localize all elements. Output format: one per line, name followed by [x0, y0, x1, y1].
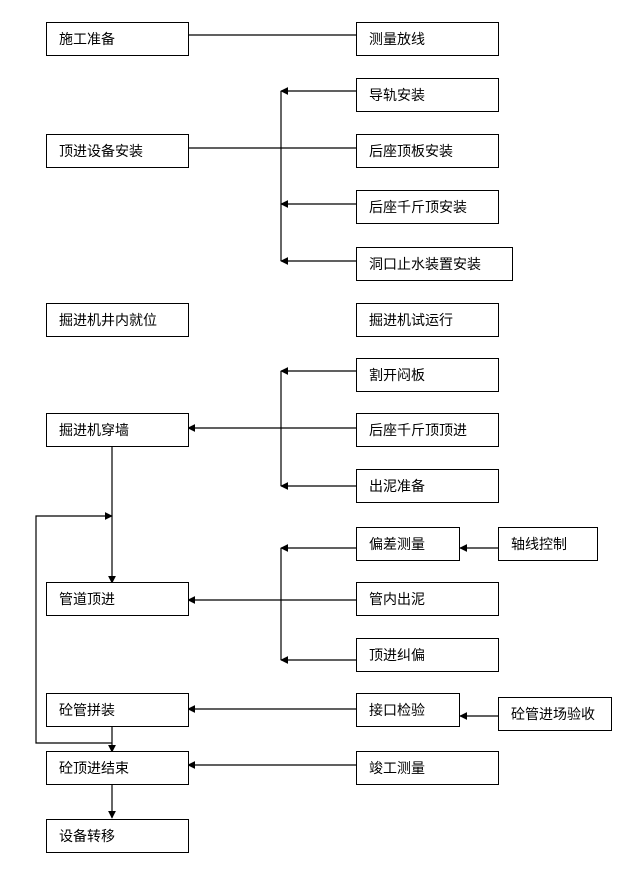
node-shebei-zhuanyi: 设备转移 [46, 819, 189, 853]
node-daogui-anzhuang: 导轨安装 [356, 78, 499, 112]
node-guandao-dingjin: 管道顶进 [46, 582, 189, 616]
node-juejinji-shiyunxing: 掘进机试运行 [356, 303, 499, 337]
node-piancha-celiang: 偏差测量 [356, 527, 460, 561]
node-juejinji-jingnei-jiuwei: 掘进机井内就位 [46, 303, 189, 337]
node-houzuo-qianjinding-dingjin: 后座千斤顶顶进 [356, 413, 499, 447]
node-houzuo-qianjinding-anzhuang: 后座千斤顶安装 [356, 190, 499, 224]
node-jiekou-jianyan: 接口检验 [356, 693, 460, 727]
loop-back-line [35, 512, 113, 744]
node-shigong-zhunbei: 施工准备 [46, 22, 189, 56]
node-gekai-zhaban: 割开闷板 [356, 358, 499, 392]
node-houzuo-dingban-anzhuang: 后座顶板安装 [356, 134, 499, 168]
node-tongguan-pinzhuang: 砼管拼装 [46, 693, 189, 727]
node-guannei-chuni: 管内出泥 [356, 582, 499, 616]
node-dingjin-jiupian: 顶进纠偏 [356, 638, 499, 672]
node-dingjin-shebei-anzhuang: 顶进设备安装 [46, 134, 189, 168]
node-celiang-fangxian: 测量放线 [356, 22, 499, 56]
node-tongding-jinjieshu: 砼顶进结束 [46, 751, 189, 785]
node-jungong-celiang: 竣工测量 [356, 751, 499, 785]
node-juejinji-chuanqiang: 掘进机穿墙 [46, 413, 189, 447]
node-zhouxian-kongzhi: 轴线控制 [498, 527, 598, 561]
node-chuni-zhunbei: 出泥准备 [356, 469, 499, 503]
node-dongkou-zhishui-anzhuang: 洞口止水装置安装 [356, 247, 513, 281]
node-tongguan-jinchang-yanshou: 砼管进场验收 [498, 697, 612, 731]
